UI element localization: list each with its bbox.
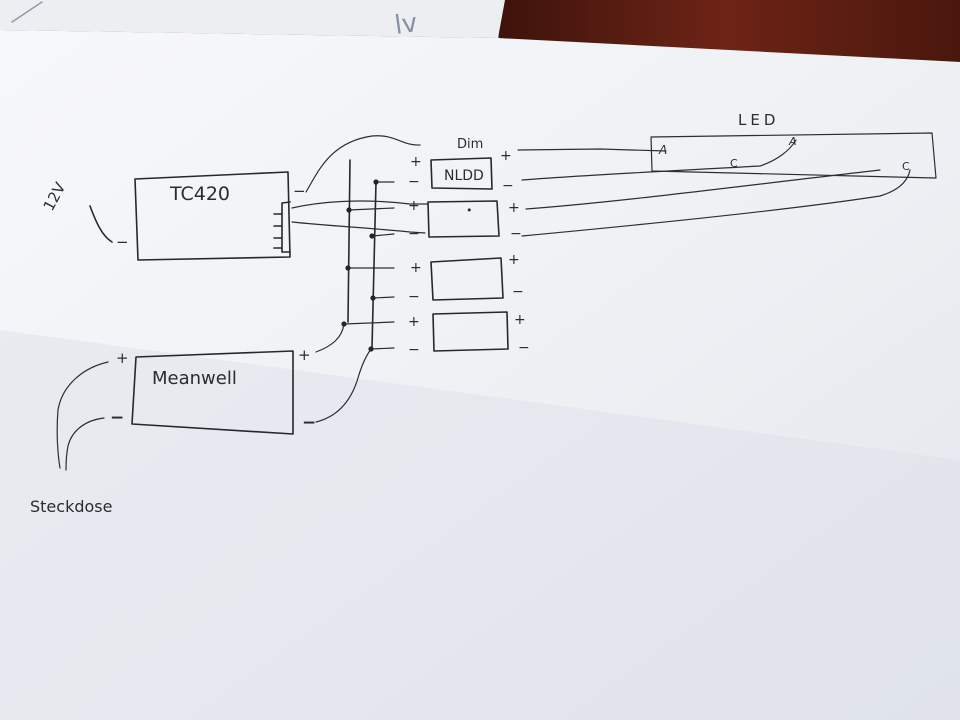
back-sheet <box>0 0 505 38</box>
junction <box>370 295 376 301</box>
driver-box <box>432 311 509 352</box>
supply-lead <box>89 205 113 243</box>
driver-output-minus: − <box>502 178 514 194</box>
bus-taps <box>343 181 395 350</box>
driver-mark: • <box>466 204 473 217</box>
driver-module-1: NLDD Dim + − + − <box>408 137 514 194</box>
power-supply-output-minus: − <box>302 413 316 433</box>
controller-minus-sign: − <box>116 233 129 251</box>
led-anode-2: A <box>788 135 797 148</box>
power-supply-output-plus: + <box>298 346 311 364</box>
driver-input-minus: − <box>408 174 420 190</box>
wire-psu-negative <box>315 348 372 423</box>
junction <box>369 233 375 239</box>
mains-lead-minus <box>65 417 105 471</box>
mains-lead-plus <box>56 361 109 469</box>
paper-shadow <box>0 330 960 720</box>
controller-box <box>134 171 291 261</box>
driver-module-2: • + − + − <box>408 198 522 242</box>
driver-input-minus: − <box>408 342 420 358</box>
dim-label: Dim <box>457 137 483 152</box>
wire-led-cathode-1 <box>521 139 797 181</box>
positive-bus <box>347 159 351 323</box>
driver-output-plus: + <box>508 200 520 216</box>
power-supply-input-minus: − <box>110 408 124 428</box>
driver-output-plus: + <box>514 312 526 328</box>
driver-input-plus: + <box>408 314 420 330</box>
driver-input-plus: + <box>408 198 420 214</box>
wire-dim-control <box>305 135 421 193</box>
negative-bus <box>371 181 377 349</box>
driver-output-minus: − <box>518 340 530 356</box>
wire-led-anode-2 <box>525 169 881 210</box>
power-supply-input-plus: + <box>116 349 129 367</box>
back-sheet-stroke <box>11 1 43 23</box>
driver-box <box>427 200 500 238</box>
junction <box>346 207 352 213</box>
driver-input-minus: − <box>408 226 420 242</box>
driver-input-minus: − <box>408 289 420 305</box>
power-supply-label: Meanwell <box>152 368 237 389</box>
driver-input-plus: + <box>410 154 422 170</box>
wire-channel-1 <box>291 200 429 209</box>
junction <box>345 265 351 271</box>
driver-output-minus: − <box>512 284 524 300</box>
led-cathode-2: C <box>902 160 910 173</box>
socket-label: Steckdose <box>30 497 112 516</box>
driver-output-plus: + <box>508 252 520 268</box>
led-strip-outline <box>650 132 937 179</box>
driver-module-3: + − + − <box>408 252 524 305</box>
driver-module-4: + − + − <box>408 311 530 358</box>
led-label: LED <box>738 111 779 129</box>
wire-led-cathode-2 <box>521 169 911 237</box>
power-supply-box <box>131 350 294 435</box>
driver-box <box>430 157 493 190</box>
wire-channel-2 <box>291 221 426 234</box>
wooden-table <box>490 0 960 62</box>
led-cathode-1: C <box>730 157 738 170</box>
controller-output-terminals <box>273 201 291 253</box>
driver-label: NLDD <box>444 168 484 184</box>
led-anode-1: A <box>658 143 667 157</box>
driver-output-minus: − <box>510 226 522 242</box>
driver-output-plus: + <box>500 148 512 164</box>
wire-psu-positive <box>315 323 345 353</box>
driver-input-plus: + <box>410 260 422 276</box>
controller-label: TC420 <box>169 183 230 205</box>
junction <box>373 179 379 185</box>
controller-output-minus: − <box>293 182 306 200</box>
back-sheet-scribble: lv <box>393 8 420 41</box>
wire-led-anode-1 <box>517 148 667 152</box>
driver-box <box>430 257 504 301</box>
led-strip: LED A C A C <box>650 111 937 179</box>
